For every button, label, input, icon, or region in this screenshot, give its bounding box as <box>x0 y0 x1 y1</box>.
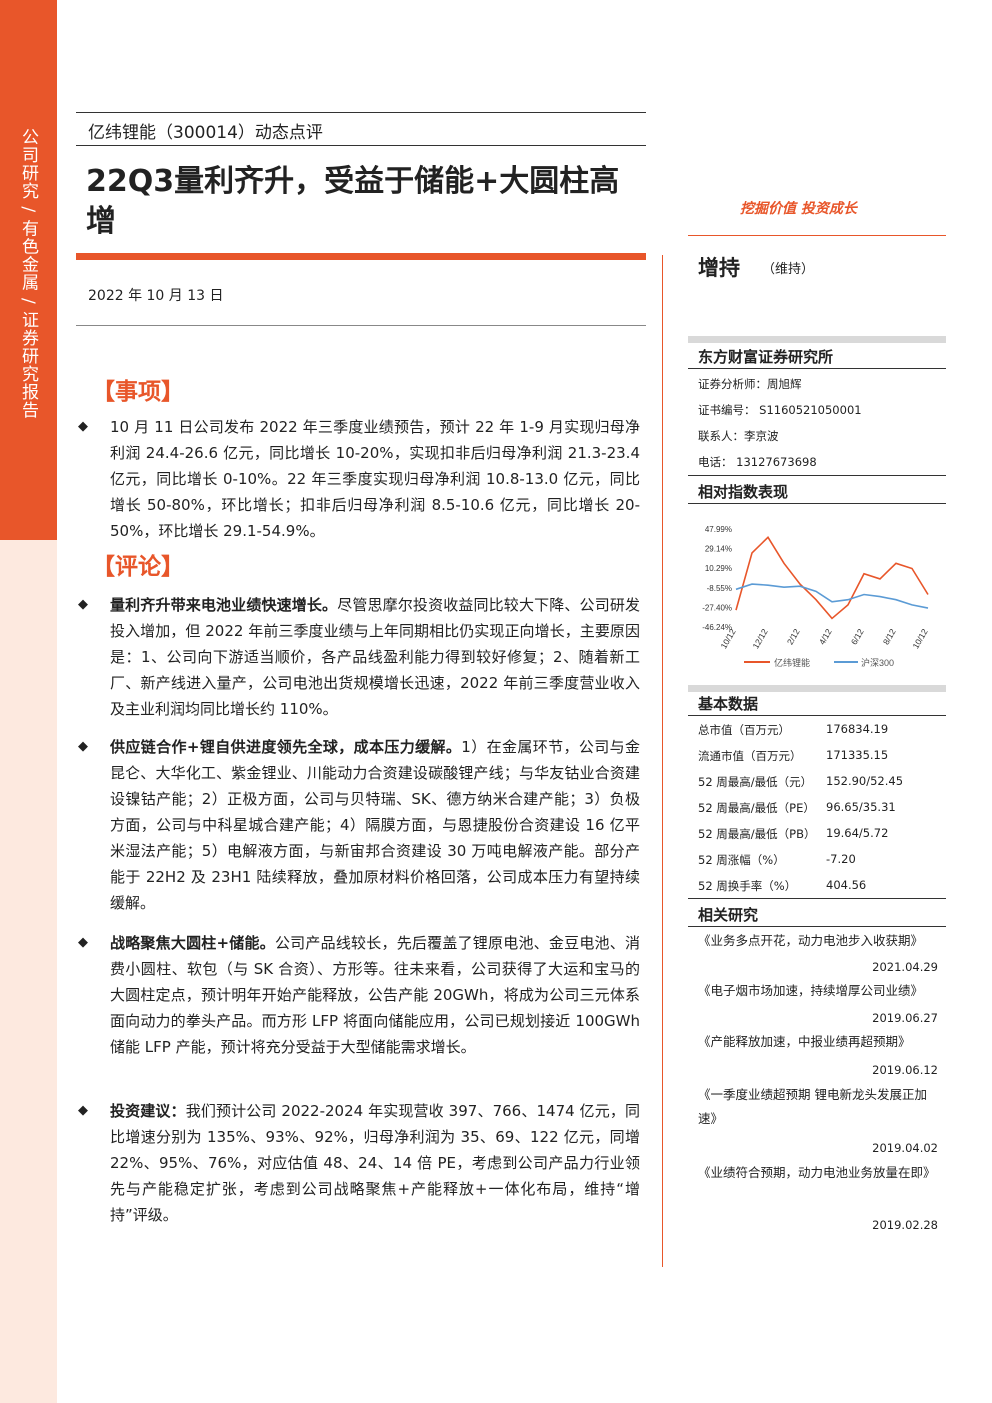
comment-body: 1）在金属环节，公司与金昆仑、大华化工、紫金锂业、川能动力合资建设碳酸锂产线；与… <box>110 738 640 912</box>
comment-body: 尽管思摩尔投资收益同比较大下降、公司研发投入增加，但 2022 年前三季度业绩与… <box>110 596 640 718</box>
report-date: 2022 年 10 月 13 日 <box>88 288 224 304</box>
basic-data-value: 96.65/35.31 <box>826 800 896 814</box>
related-item-date: 2019.04.02 <box>872 1141 938 1155</box>
rating-top-rule <box>688 235 946 236</box>
chart-legend: 亿纬锂能 沪深300 <box>744 657 894 668</box>
comment-bullet: ◆ 供应链合作+锂自供进度领先全球，成本压力缓解。1）在金属环节，公司与金昆仑、… <box>78 734 640 916</box>
x-tick-label: 4/12 <box>817 627 834 647</box>
basic-data-key: 52 周涨幅（%） <box>698 853 785 867</box>
related-rule <box>688 926 946 927</box>
page-title: 22Q3量利齐升，受益于储能+大圆柱高增 <box>86 164 620 239</box>
comment-lead: 量利齐升带来电池业绩快速增长。 <box>110 596 338 614</box>
related-item-title[interactable]: 《一季度业绩超预期 锂电新龙头发展正加速》 <box>698 1087 927 1126</box>
chart-lines <box>735 536 929 620</box>
basic-data-value: -7.20 <box>826 852 856 866</box>
related-title: 相关研究 <box>698 906 759 924</box>
basic-data-key: 52 周最高/最低（元） <box>698 775 813 789</box>
institute-name: 东方财富证券研究所 <box>698 348 834 366</box>
diamond-bullet-icon: ◆ <box>78 1103 88 1118</box>
comment-bullet: ◆ 量利齐升带来电池业绩快速增长。尽管思摩尔投资收益同比较大下降、公司研发投入增… <box>78 592 640 722</box>
comment-section-title: 【评论】 <box>92 554 184 580</box>
basic-data-value: 176834.19 <box>826 722 889 736</box>
related-item-date: 2019.06.12 <box>872 1063 938 1077</box>
relative-performance-chart: 47.99% 29.14% 10.29% -8.55% -27.40% -46.24% 1… <box>702 525 930 668</box>
basic-data-value: 152.90/52.45 <box>826 774 904 788</box>
related-top-rule <box>688 898 946 899</box>
event-text: 10 月 11 日公司发布 2022 年三季度业绩预告，预计 22 年 1-9 … <box>110 418 640 540</box>
diamond-bullet-icon: ◆ <box>78 419 88 434</box>
institute-band <box>688 336 946 343</box>
event-bullet: ◆ 10 月 11 日公司发布 2022 年三季度业绩预告，预计 22 年 1-… <box>78 414 640 544</box>
x-tick-label: 12/12 <box>750 627 769 651</box>
comment-body: 公司产品线较长，先后覆盖了锂原电池、金豆电池、消费小圆柱、软包（与 SK 合资）… <box>110 934 640 1056</box>
comment-bullet: ◆ 战略聚焦大圆柱+储能。公司产品线较长，先后覆盖了锂原电池、金豆电池、消费小圆… <box>78 930 640 1060</box>
y-tick-label: 47.99% <box>705 525 732 534</box>
basic-data-key: 52 周最高/最低（PE） <box>698 801 815 815</box>
diamond-bullet-icon: ◆ <box>78 935 88 950</box>
basic-band <box>688 685 946 692</box>
event-section-title: 【事项】 <box>92 379 184 405</box>
y-tick-label: -27.40% <box>702 603 732 612</box>
related-item-title[interactable]: 《业务多点开花，动力电池步入收获期》 <box>698 933 924 948</box>
perf-title: 相对指数表现 <box>698 483 789 501</box>
x-tick-label: 10/12 <box>910 627 929 651</box>
rating: 增持 <box>698 256 740 280</box>
analyst: 证券分析师：周旭辉 <box>698 377 802 391</box>
basic-data-value: 171335.15 <box>826 748 889 762</box>
chart-y-ticks: 47.99% 29.14% 10.29% -8.55% -27.40% -46.24% <box>702 525 732 632</box>
side-bar: 公司研究 / 有色金属 / 证券研究报告 <box>0 0 57 1403</box>
comment-bullet: ◆ 投资建议：我们预计公司 2022-2024 年实现营收 397、766、14… <box>78 1098 640 1228</box>
related-item-date: 2021.04.29 <box>872 960 938 974</box>
y-tick-label: 10.29% <box>705 564 732 573</box>
related-item-title[interactable]: 《产能释放加速，中报业绩再超预期》 <box>698 1034 911 1049</box>
header-top-rule <box>76 112 646 113</box>
institute-rule <box>688 368 946 369</box>
y-tick-label: -46.24% <box>702 623 732 632</box>
related-item-title[interactable]: 《业绩符合预期，动力电池业务放量在即》 <box>698 1165 936 1180</box>
sidebar-category-text: 公司研究 / 有色金属 / 证券研究报告 <box>18 128 38 420</box>
y-tick-label: -8.55% <box>707 584 732 593</box>
basic-rule <box>688 715 946 716</box>
series-line-0 <box>735 536 929 620</box>
comment-lead: 战略聚焦大圆柱+储能。 <box>110 934 275 952</box>
diamond-bullet-icon: ◆ <box>78 739 88 754</box>
perf-rule <box>688 475 946 476</box>
related-item-date: 2019.02.28 <box>872 1218 938 1232</box>
x-tick-label: 6/12 <box>849 627 866 647</box>
series-line-1 <box>735 583 929 609</box>
header-sub-rule <box>76 145 646 146</box>
slogan: 挖掘价值 投资成长 <box>740 201 857 217</box>
related-item-title[interactable]: 《电子烟市场加速，持续增厚公司业绩》 <box>698 983 924 998</box>
comment-body: 我们预计公司 2022-2024 年实现营收 397、766、1474 亿元，同… <box>110 1102 640 1224</box>
basic-title: 基本数据 <box>698 695 759 713</box>
basic-data-key: 总市值（百万元） <box>698 723 790 737</box>
title-orange-rule <box>76 253 646 260</box>
basic-data-key: 流通市值（百万元） <box>698 749 802 763</box>
related-item-date: 2019.06.27 <box>872 1011 938 1025</box>
basic-data-value: 404.56 <box>826 878 867 892</box>
comment-lead: 投资建议： <box>110 1102 186 1120</box>
basic-data-key: 52 周换手率（%） <box>698 879 797 893</box>
perf-under-rule <box>688 503 946 504</box>
basic-data-value: 19.64/5.72 <box>826 826 889 840</box>
basic-data-key: 52 周最高/最低（PB） <box>698 827 816 841</box>
cert-number: 证书编号： S1160521050001 <box>698 403 862 417</box>
comment-lead: 供应链合作+锂自供进度领先全球，成本压力缓解。 <box>110 738 462 756</box>
date-rule <box>76 325 646 326</box>
legend-label-a: 亿纬锂能 <box>774 657 810 668</box>
y-tick-label: 29.14% <box>705 545 732 554</box>
contact: 联系人：李京波 <box>698 429 779 443</box>
rating-note: （维持） <box>762 262 815 277</box>
legend-label-b: 沪深300 <box>861 657 894 668</box>
column-divider <box>662 255 663 1267</box>
diamond-bullet-icon: ◆ <box>78 597 88 612</box>
report-type: 亿纬锂能（300014）动态点评 <box>88 123 323 143</box>
x-tick-label: 8/12 <box>881 627 898 647</box>
phone: 电话： 13127673698 <box>698 455 817 469</box>
x-tick-label: 2/12 <box>785 627 802 647</box>
